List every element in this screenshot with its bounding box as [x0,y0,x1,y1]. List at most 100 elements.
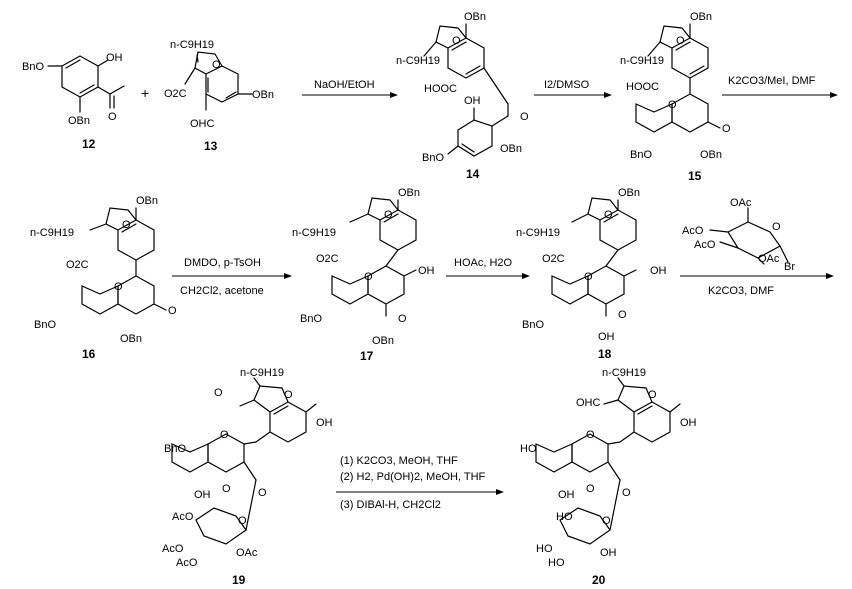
c17-label: O2C [316,253,339,265]
c20-label: HO [548,557,565,569]
sugar-label: AcO [682,225,704,237]
step6-reagent: K2CO3, DMF [708,285,774,297]
compound-number: 13 [204,139,218,153]
sugar-label: OAc [758,253,780,265]
compound-16: OBn n-C9H19 O O2C O O BnO OBn 16 [30,195,177,361]
c20-label: O [586,429,595,441]
c17-label: OBn [372,335,394,347]
c20-label: O [648,389,657,401]
c15-label: n-C9H19 [620,55,664,67]
c20-label: HO [536,543,553,555]
arrowhead [830,92,838,98]
c13-label: OBn [252,89,274,101]
c12-label: BnO [22,61,44,73]
step3-reagent: K2CO3/MeI, DMF [728,75,816,87]
c18-label: OH [598,331,615,343]
c20-label: OHC [576,397,601,409]
c14-label: OBn [500,143,522,155]
c16-label: O2C [66,259,89,271]
c15-label: BnO [630,149,652,161]
arrowhead [390,92,398,98]
c19-label: O [258,487,267,499]
c15-label: OBn [700,149,722,161]
step4-reagent: DMDO, p-TsOH [184,257,261,269]
step1-reagent: NaOH/EtOH [314,79,375,91]
compound-number: 20 [592,573,606,587]
c16-label: O [114,281,123,293]
c17-label: O [398,313,407,325]
sugar-label: O [772,221,781,233]
c15-label: O [722,123,731,135]
c19-label: O [214,387,223,399]
compound-number: 15 [688,169,702,183]
compound-number: 19 [232,573,246,587]
step7-reagent: (2) H2, Pd(OH)2, MeOH, THF [340,471,486,483]
c20-label: OH [680,417,697,429]
arrowhead [496,489,504,495]
c16-label: O [168,305,177,317]
c16-label: n-C9H19 [30,227,74,239]
step7-reagent: (3) DIBAl-H, CH2Cl2 [340,499,441,511]
step5-reagent: HOAc, H2O [454,257,513,269]
compound-17: OBn n-C9H19 O O2C O OH O BnO OBn 17 [292,187,435,363]
c18-label: BnO [522,319,544,331]
c19-label: O [284,389,293,401]
c16-label: O [122,219,131,231]
compound-number: 18 [598,347,612,361]
sugar-label: Br [784,261,795,273]
c14-label: O [452,35,461,47]
compound-19: n-C9H19 O O OH BnO O O OH O AcO O AcO Ac… [162,367,333,587]
c12-label: OH [106,52,123,64]
c18-label: O [584,271,593,283]
arrowhead [522,273,530,279]
c19-label: OH [194,489,211,501]
compound-18: OBn n-C9H19 O O2C O OH O BnO OH 18 [516,187,667,361]
c17-label: OBn [398,187,420,199]
sugar-label: OAc [730,197,752,209]
c20-label: OH [600,547,617,559]
c19-label: AcO [162,543,184,555]
c19-label: BnO [164,443,186,455]
c19-label: n-C9H19 [240,367,284,379]
c20-label: HO [556,511,573,523]
c18-label: O2C [542,253,565,265]
c19-label: AcO [172,511,194,523]
c13-label: O [212,59,221,71]
compound-13: n-C9H19 O O2C OBn OHC 13 [164,39,274,153]
c20-label: OH [558,489,575,501]
c15-label: OBn [690,11,712,23]
c17-label: n-C9H19 [292,227,336,239]
compound-14: OBn n-C9H19 O HOOC OH O BnO OBn 14 [396,11,529,181]
c15-label: HOOC [626,81,659,93]
c14-label: OBn [464,11,486,23]
c12-label: O [108,111,117,123]
c20-label: n-C9H19 [602,367,646,379]
c15-label: O [676,35,685,47]
c18-label: OBn [618,187,640,199]
c14-label: BnO [422,152,444,164]
plus-sign: + [141,85,149,101]
c17-label: O [384,209,393,221]
c19-label: O [238,515,247,527]
c19-label: OH [316,417,333,429]
c18-label: OH [650,265,667,277]
glycosyl-bromide-reagent: OAc O AcO AcO OAc Br [682,197,795,273]
c14-label: HOOC [424,83,457,95]
step4-reagent: CH2Cl2, acetone [180,285,264,297]
arrowhead [284,273,292,279]
c13-label: O2C [164,88,187,100]
compound-12: BnO OH O OBn 12 [22,52,125,151]
c20-label: HO [520,443,537,455]
c12-label: OBn [68,115,90,127]
c16-label: BnO [34,319,56,331]
c20-label: O [602,515,611,527]
compound-number: 16 [82,347,96,361]
c19-label: O [220,429,229,441]
step7-reagent: (1) K2CO3, MeOH, THF [340,455,458,467]
c20-label: O [586,483,595,495]
c13-label: n-C9H19 [170,39,214,51]
c16-label: OBn [120,333,142,345]
c13-label: OHC [190,118,215,130]
c14-label: OH [464,95,481,107]
c18-label: O [618,309,627,321]
